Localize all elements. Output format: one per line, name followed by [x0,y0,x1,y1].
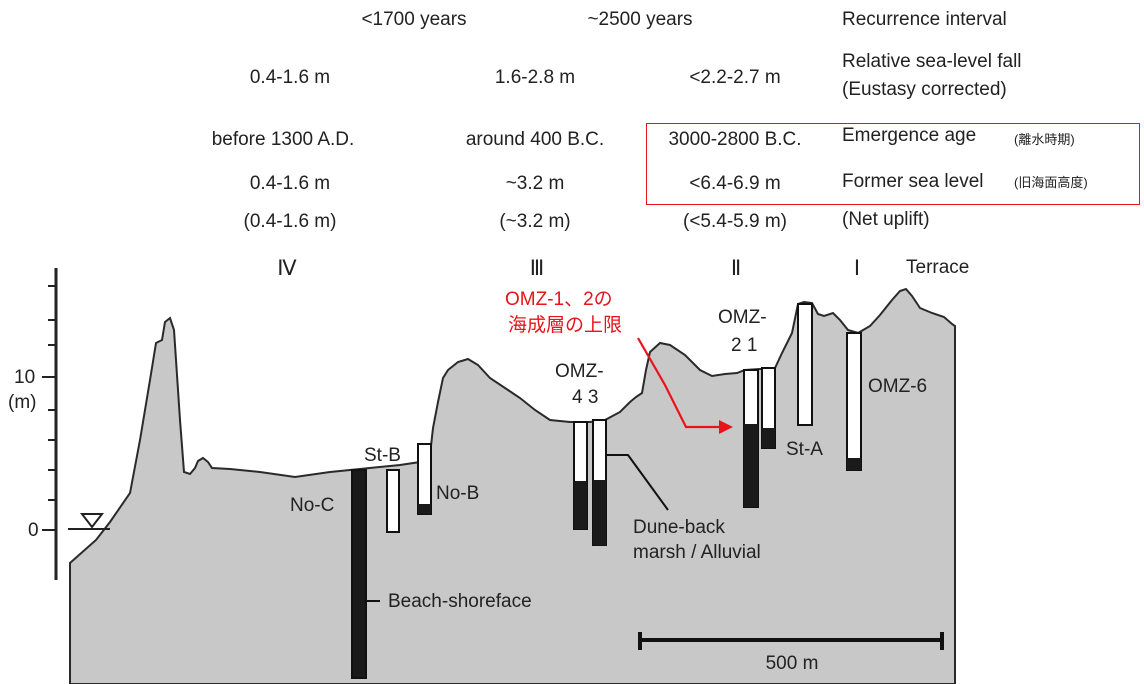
emergence-age-ii: 3000-2800 B.C. [668,129,802,150]
emergence-age-iii: around 400 B.C. [465,129,605,150]
label-omz-21-numbers: 2 1 [731,335,758,356]
axis-unit: (m) [8,392,37,413]
annotation-arrow [637,337,722,429]
sea-level-fall-iv: 0.4-1.6 m [249,67,331,88]
recurrence-iv: <1700 years [361,9,467,30]
emergence-age-note: (離水時期) [1014,132,1075,147]
sea-level-fall-ii: <2.2-2.7 m [689,67,781,88]
terrace-iv: Ⅳ [277,256,297,280]
former-sea-level-iii: ~3.2 m [505,173,565,194]
core-omz-6 [846,332,862,471]
axis-tick-0: 0 [28,520,39,541]
label-st-a: St-A [786,439,823,460]
emergence-age-iv: before 1300 A.D. [211,129,355,150]
label-omz-43-numbers: 4 3 [572,387,599,408]
recurrence-label: Recurrence interval [842,9,1007,30]
label-dune-back: Dune-back [633,517,725,538]
recurrence-iii: ~2500 years [587,9,693,30]
former-sea-level-ii: <6.4-6.9 m [689,173,781,194]
terrace-iii: Ⅲ [529,256,545,280]
former-sea-level-iv: 0.4-1.6 m [249,173,331,194]
terrace-ii: Ⅱ [730,256,742,280]
label-no-c: No-C [290,495,335,516]
core-no-c [351,469,367,679]
core-st-a [797,303,813,426]
core-omz-1 [761,367,776,449]
sea-level-fall-label: Relative sea-level fall [842,51,1022,72]
label-no-b: No-B [436,483,480,504]
core-omz-4 [573,421,588,530]
terrace-label: Terrace [906,257,970,278]
sea-level-fall-label-2: (Eustasy corrected) [842,79,1007,100]
sea-level-fall-iii: 1.6-2.8 m [494,67,576,88]
scale-bar-label: 500 m [765,653,819,674]
label-omz-21: OMZ- [718,307,767,328]
label-beach-shoreface: Beach-shoreface [388,591,532,612]
annotation-line-1: OMZ-1、2の [505,289,613,310]
net-uplift-ii: (<5.4-5.9 m) [682,211,788,232]
net-uplift-iii: (~3.2 m) [499,211,571,232]
emergence-age-label: Emergence age [842,125,977,146]
core-omz-2 [743,369,759,508]
label-marsh-alluvial: marsh / Alluvial [633,542,761,563]
core-omz-3 [592,419,607,546]
axis-tick-10: 10 [14,367,36,388]
net-uplift-iv: (0.4-1.6 m) [243,211,337,232]
label-omz-6: OMZ-6 [868,376,928,397]
highlight-box [646,123,1140,205]
terrace-i: Ⅰ [853,256,861,280]
label-st-b: St-B [364,445,401,466]
former-sea-level-label: Former sea level [842,171,984,192]
label-omz-43: OMZ- [555,361,604,382]
net-uplift-label: (Net uplift) [842,209,930,230]
core-st-b [386,469,400,533]
former-sea-level-note: (旧海面高度) [1014,175,1088,190]
annotation-line-2: 海成層の上限 [508,315,623,336]
ground-profile [69,287,956,684]
core-no-b [417,443,432,515]
scale-bar [638,632,944,650]
sea-level-icon [79,513,105,529]
